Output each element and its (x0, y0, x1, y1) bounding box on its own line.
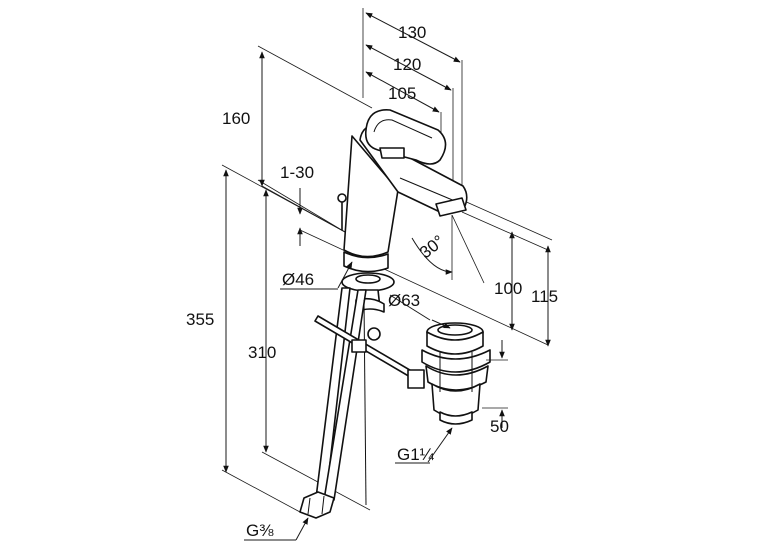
dim-160-label: 160 (222, 109, 250, 128)
thread-g3-8-label: G⅜ (246, 521, 274, 540)
dim-105: 105 (365, 71, 442, 150)
faucet-mount (341, 251, 395, 313)
dim-d63-label: Ø63 (388, 291, 420, 310)
dim-355-label: 355 (186, 310, 214, 329)
supply-hoses (299, 287, 367, 519)
dim-50: 50 (482, 340, 509, 436)
dim-310-label: 310 (248, 343, 276, 362)
dim-1-30-label: 1-30 (280, 163, 314, 182)
counter-line (299, 229, 549, 346)
dim-120-label: 120 (393, 55, 421, 74)
thread-g1-1-4: G1¼ (395, 427, 453, 464)
faucet-body (337, 109, 468, 258)
thread-g3-8: G⅜ (244, 517, 309, 541)
dim-100-label: 100 (494, 279, 522, 298)
dim-d46: Ø46 (280, 261, 353, 290)
dim-d63: Ø63 (388, 291, 451, 329)
dim-30-degree: 30° (411, 214, 485, 284)
thread-g1-1-4-label: G1¼ (397, 445, 435, 464)
popup-rod (314, 315, 425, 389)
dim-115-label: 115 (531, 287, 558, 306)
dim-130-label: 130 (398, 23, 426, 42)
dim-115: 115 (461, 199, 558, 347)
dim-105-label: 105 (388, 84, 416, 103)
drain-waste (421, 322, 491, 425)
dim-160: 160 (222, 45, 373, 233)
dim-50-label: 50 (490, 417, 509, 436)
dim-130: 130 (362, 8, 463, 205)
dim-310: 310 (248, 185, 371, 511)
dim-1-30: 1-30 (280, 163, 314, 246)
dim-d46-label: Ø46 (282, 270, 314, 289)
dim-30-degree-label: 30° (416, 231, 448, 262)
dim-100: 100 (461, 211, 549, 331)
